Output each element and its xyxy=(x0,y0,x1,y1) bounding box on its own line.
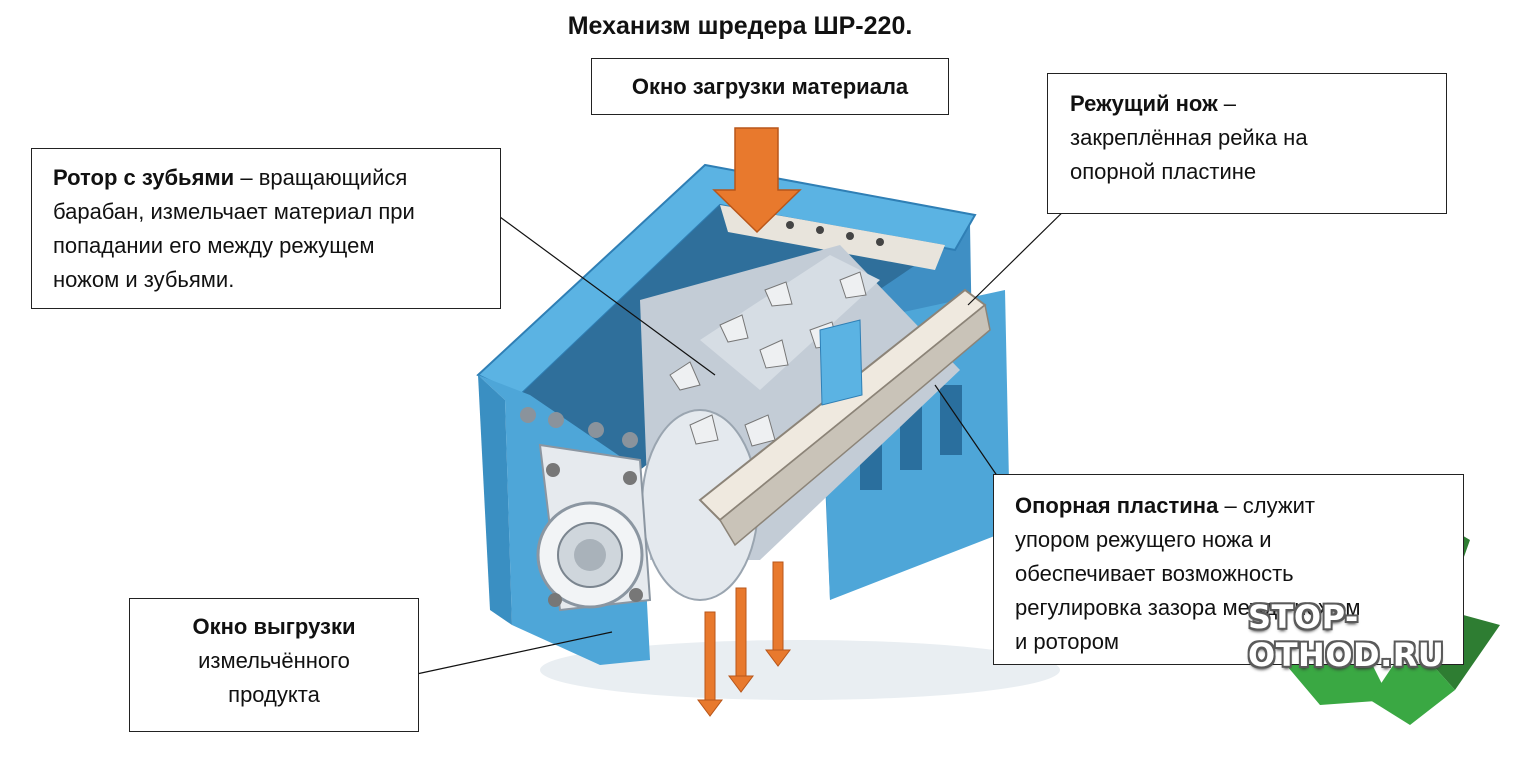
leader-lines xyxy=(411,194,1076,676)
label-plate-title: Опорная пластина xyxy=(1015,493,1219,518)
label-support-plate: Опорная пластина – служит упором режущег… xyxy=(993,474,1464,665)
label-plate-line-2: упором режущего ножа и xyxy=(1015,527,1272,552)
label-rotor-line-1: – вращающийся xyxy=(240,165,408,190)
label-load-window: Окно загрузки материала xyxy=(591,58,949,115)
label-plate-line-3: обеспечивает возможность xyxy=(1015,561,1294,586)
label-rotor: Ротор с зубьями – вращающийся барабан, и… xyxy=(31,148,501,309)
unload-arrows xyxy=(697,561,791,717)
label-unload-window: Окно выгрузки измельчённого продукта xyxy=(129,598,419,732)
bearing-housing xyxy=(536,443,652,612)
label-unload-title: Окно выгрузки xyxy=(192,614,356,639)
diagram-title: Механизм шредера ШР-220. xyxy=(567,12,913,40)
label-plate-line-1: – служит xyxy=(1224,493,1315,518)
rotor-drum xyxy=(640,245,960,601)
label-knife-title: Режущий нож xyxy=(1070,91,1218,116)
label-plate-line-5: и ротором xyxy=(1015,629,1120,654)
label-knife: Режущий нож – закреплённая рейка на опор… xyxy=(1047,73,1447,214)
label-rotor-title: Ротор с зубьями xyxy=(53,165,235,190)
label-load-window-text: Окно загрузки материала xyxy=(631,74,909,99)
load-arrow xyxy=(712,127,802,234)
label-unload-line-1: измельчённого xyxy=(198,648,350,673)
label-knife-line-1: – xyxy=(1223,91,1237,116)
label-rotor-line-4: ножом и зубьями. xyxy=(53,267,235,292)
label-plate-line-4: регулировка зазора между ножом xyxy=(1015,595,1361,620)
label-knife-line-2: закреплённая рейка на xyxy=(1070,125,1308,150)
label-rotor-line-3: попадании его между режущем xyxy=(53,233,375,258)
label-rotor-line-2: барабан, измельчает материал при xyxy=(53,199,415,224)
support-plate xyxy=(719,303,991,547)
label-knife-line-3: опорной пластине xyxy=(1070,159,1257,184)
watermark-text: STOP-OTHOD.RU xyxy=(1248,598,1445,674)
label-unload-line-2: продукта xyxy=(228,682,320,707)
